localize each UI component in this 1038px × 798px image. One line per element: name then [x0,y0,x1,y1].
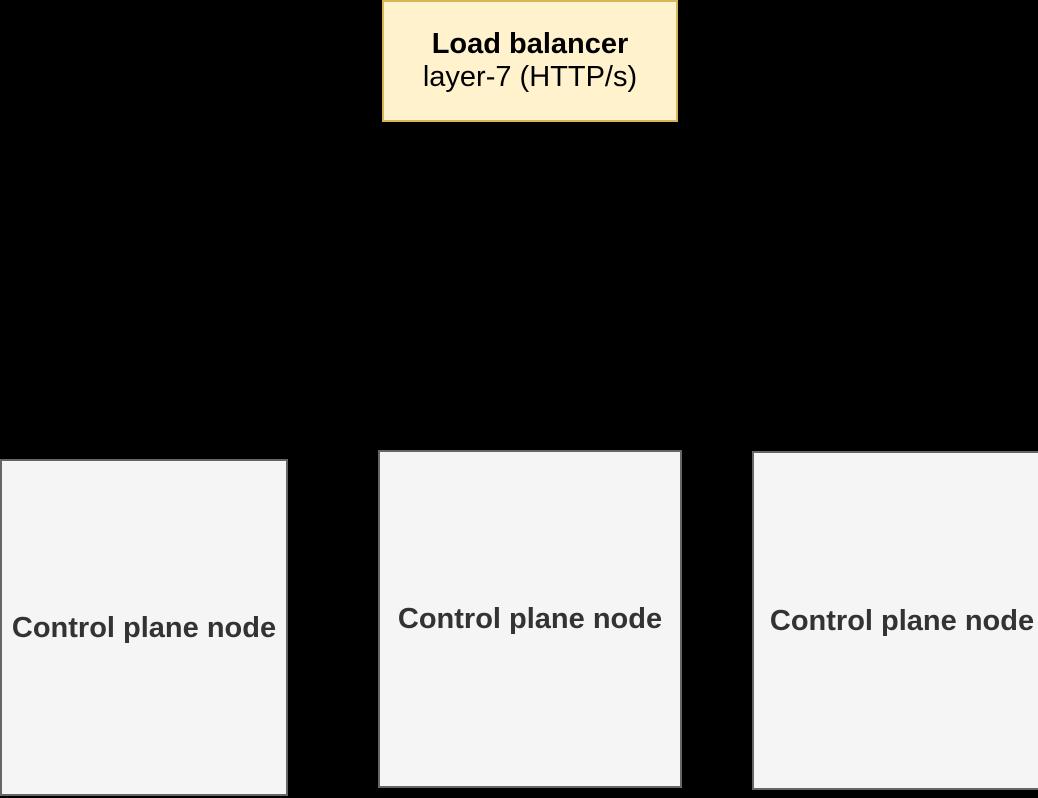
control-plane-node-3-label: Control plane node [769,604,1035,637]
control-plane-node-1-label: Control plane node [11,611,277,644]
control-plane-node-3: Control plane node [752,451,1038,790]
load-balancer-title: Load balancer [431,28,629,60]
load-balancer-subtitle: layer-7 (HTTP/s) [422,61,638,93]
load-balancer-node: Load balancer layer-7 (HTTP/s) [382,0,678,122]
control-plane-node-1: Control plane node [0,459,288,796]
control-plane-node-2-label: Control plane node [397,603,663,635]
control-plane-node-2: Control plane node [378,450,682,788]
